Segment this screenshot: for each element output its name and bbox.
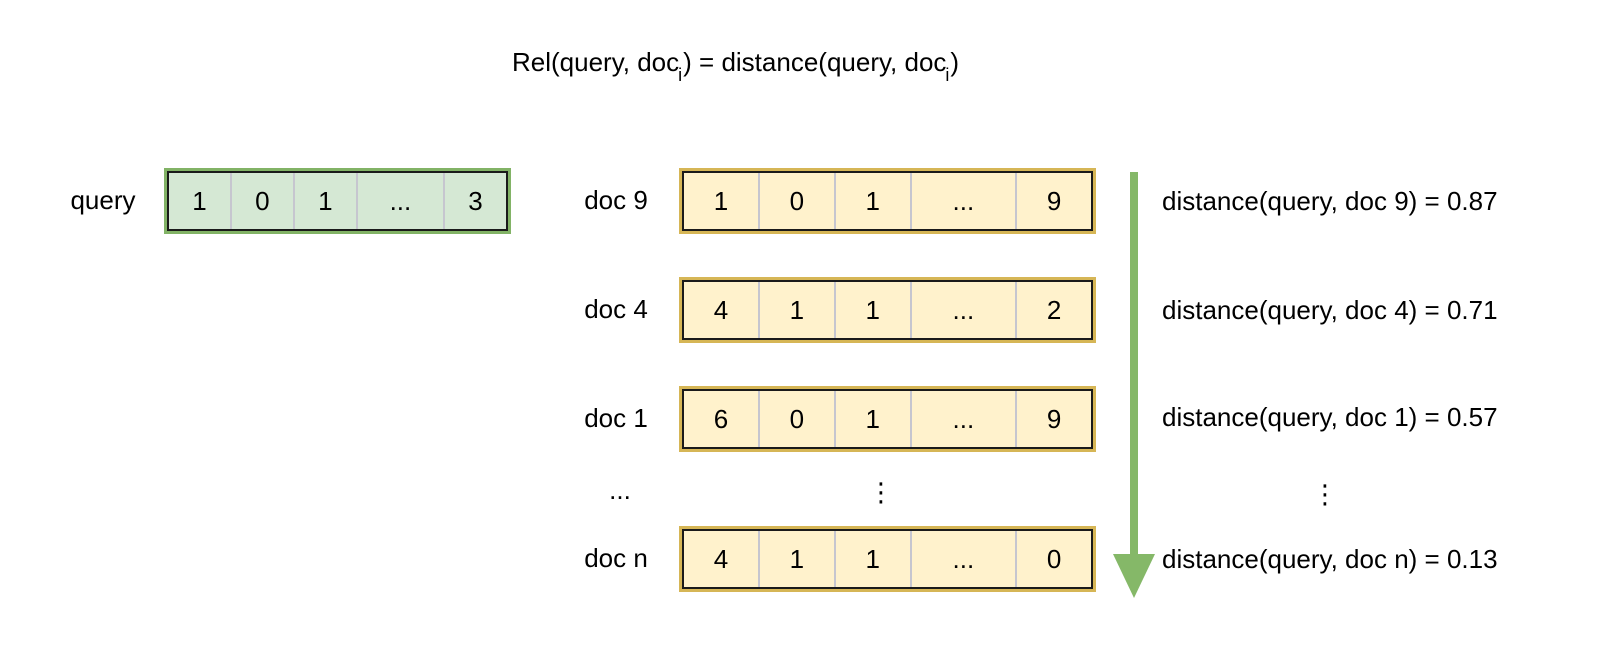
doc-vector-1: 6 0 1 ... 9 bbox=[679, 386, 1096, 452]
doc-vector-cell: 1 bbox=[757, 282, 834, 338]
ellipsis-row-label: ... bbox=[609, 475, 631, 505]
query-vector: 1 0 1 ... 3 bbox=[164, 168, 511, 234]
doc-vector-cell: 1 bbox=[757, 531, 834, 587]
doc-vector-cell: 1 bbox=[833, 531, 910, 587]
doc-vector-cell-ellipsis: ... bbox=[909, 391, 1015, 447]
doc-vector-cell: 4 bbox=[713, 294, 729, 325]
doc-vector-inner: 1 0 1 ... 9 bbox=[682, 171, 1093, 231]
formula-part: ) bbox=[950, 47, 960, 77]
formula-subscript: i bbox=[945, 65, 950, 86]
doc-vector-cell: 1 bbox=[833, 173, 910, 229]
doc-vector-cell: 4 bbox=[713, 543, 729, 574]
distance-doc-4: distance(query, doc 4) = 0.71 bbox=[1162, 295, 1498, 325]
doc-vector-cell-ellipsis: ... bbox=[909, 531, 1015, 587]
doc-label-9: doc 9 bbox=[584, 185, 648, 215]
formula-subscript: i bbox=[678, 65, 683, 86]
doc-vector-cell: 0 bbox=[757, 173, 834, 229]
distance-doc-9: distance(query, doc 9) = 0.87 bbox=[1162, 186, 1498, 216]
doc-vector-n: 4 1 1 ... 0 bbox=[679, 526, 1096, 592]
doc-label-1: doc 1 bbox=[584, 403, 648, 433]
doc-vector-cell-ellipsis: ... bbox=[909, 173, 1015, 229]
query-vector-cell-ellipsis: ... bbox=[355, 173, 443, 229]
doc-vector-cell: 9 bbox=[1015, 173, 1091, 229]
distance-doc-1: distance(query, doc 1) = 0.57 bbox=[1162, 402, 1498, 432]
query-vector-cell: 0 bbox=[229, 173, 293, 229]
query-vector-inner: 1 0 1 ... 3 bbox=[167, 171, 508, 231]
doc-vector-cell: 6 bbox=[713, 403, 729, 434]
doc-vector-4: 4 1 1 ... 2 bbox=[679, 277, 1096, 343]
doc-vector-cell: 1 bbox=[713, 185, 729, 216]
doc-vector-cell: 0 bbox=[757, 391, 834, 447]
doc-vector-inner: 4 1 1 ... 0 bbox=[682, 529, 1093, 589]
doc-vector-inner: 6 0 1 ... 9 bbox=[682, 389, 1093, 449]
query-vector-cell: 1 bbox=[192, 185, 207, 216]
formula-part: ) = distance(query, doc bbox=[683, 47, 947, 77]
doc-label-n: doc n bbox=[584, 543, 648, 573]
formula-title: Rel(query, doci) = distance(query, doci) bbox=[512, 46, 960, 84]
query-vector-cell: 1 bbox=[292, 173, 356, 229]
sort-arrow-head-icon bbox=[1113, 554, 1155, 598]
distance-doc-n: distance(query, doc n) = 0.13 bbox=[1162, 544, 1498, 574]
ellipsis-distance-mark: ⋮ bbox=[1312, 479, 1338, 509]
sort-arrow-line bbox=[1130, 172, 1138, 558]
doc-vector-cell: 9 bbox=[1015, 391, 1091, 447]
ellipsis-vector-mark: ⋮ bbox=[868, 477, 894, 507]
doc-vector-inner: 4 1 1 ... 2 bbox=[682, 280, 1093, 340]
doc-vector-cell: 0 bbox=[1015, 531, 1091, 587]
doc-vector-cell: 2 bbox=[1015, 282, 1091, 338]
doc-vector-9: 1 0 1 ... 9 bbox=[679, 168, 1096, 234]
doc-vector-cell-ellipsis: ... bbox=[909, 282, 1015, 338]
doc-vector-cell: 1 bbox=[833, 282, 910, 338]
query-label: query bbox=[70, 185, 136, 215]
doc-vector-cell: 1 bbox=[833, 391, 910, 447]
query-vector-cell: 3 bbox=[443, 173, 506, 229]
doc-label-4: doc 4 bbox=[584, 294, 648, 324]
formula-part: Rel(query, doc bbox=[512, 47, 680, 77]
